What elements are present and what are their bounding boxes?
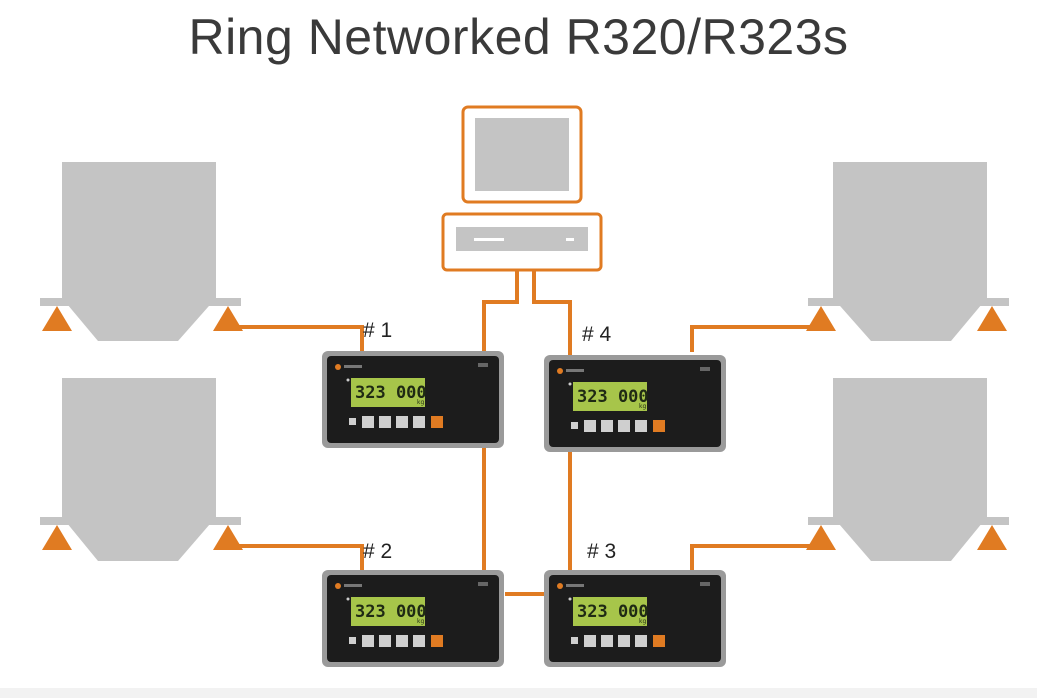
silo-top-right [806, 162, 1009, 341]
computer-icon [441, 105, 603, 272]
weight-indicator-3: 323 000 kg [544, 570, 726, 667]
network-cables [232, 270, 818, 596]
brand-logo-icon [335, 583, 341, 589]
lcd-display [351, 378, 425, 407]
silo-bottom-right [806, 378, 1009, 561]
weight-readout: 323 000 [577, 387, 649, 407]
indicator-label-3: # 3 [587, 540, 616, 563]
load-cell-icon [977, 306, 1007, 331]
brand-logo-icon [557, 583, 563, 589]
weight-readout: 323 000 [355, 383, 427, 403]
silo-bottom-left [40, 378, 243, 561]
brand-logo-icon [335, 364, 341, 370]
weight-unit: kg [639, 403, 646, 410]
cable-silo-3 [690, 544, 818, 572]
load-cell-icon [977, 525, 1007, 550]
bottom-strip [0, 688, 1037, 698]
indicator-label-2: # 2 [363, 540, 392, 563]
cable-pc-to-4 [532, 270, 572, 355]
indicator-label-4: # 4 [582, 323, 612, 346]
lcd-display [351, 597, 425, 626]
brand-logo-icon [557, 368, 563, 374]
lcd-display [573, 382, 647, 411]
weight-unit: kg [417, 618, 424, 625]
cable-silo-2 [232, 544, 364, 572]
load-cell-icon [806, 525, 836, 550]
weight-indicator-1: 323 000 kg [322, 351, 504, 448]
load-cell-icon [213, 306, 243, 331]
weight-readout: 323 000 [355, 602, 427, 622]
weight-readout: 323 000 [577, 602, 649, 622]
weight-unit: kg [417, 399, 424, 406]
cable-silo-1 [232, 325, 364, 352]
weight-indicator-2: 323 000 kg [322, 570, 504, 667]
weight-indicator-4: 323 000 kg [544, 355, 726, 452]
load-cell-icon [213, 525, 243, 550]
diagram-title: Ring Networked R320/R323s [188, 9, 849, 65]
load-cell-icon [42, 306, 72, 331]
lcd-display [573, 597, 647, 626]
load-cell-icon [42, 525, 72, 550]
load-cell-icon [806, 306, 836, 331]
indicator-label-1: # 1 [363, 319, 392, 342]
cable-silo-4 [690, 325, 818, 352]
cable-pc-to-1 [482, 270, 519, 355]
silo-top-left [40, 162, 243, 341]
weight-unit: kg [639, 618, 646, 625]
